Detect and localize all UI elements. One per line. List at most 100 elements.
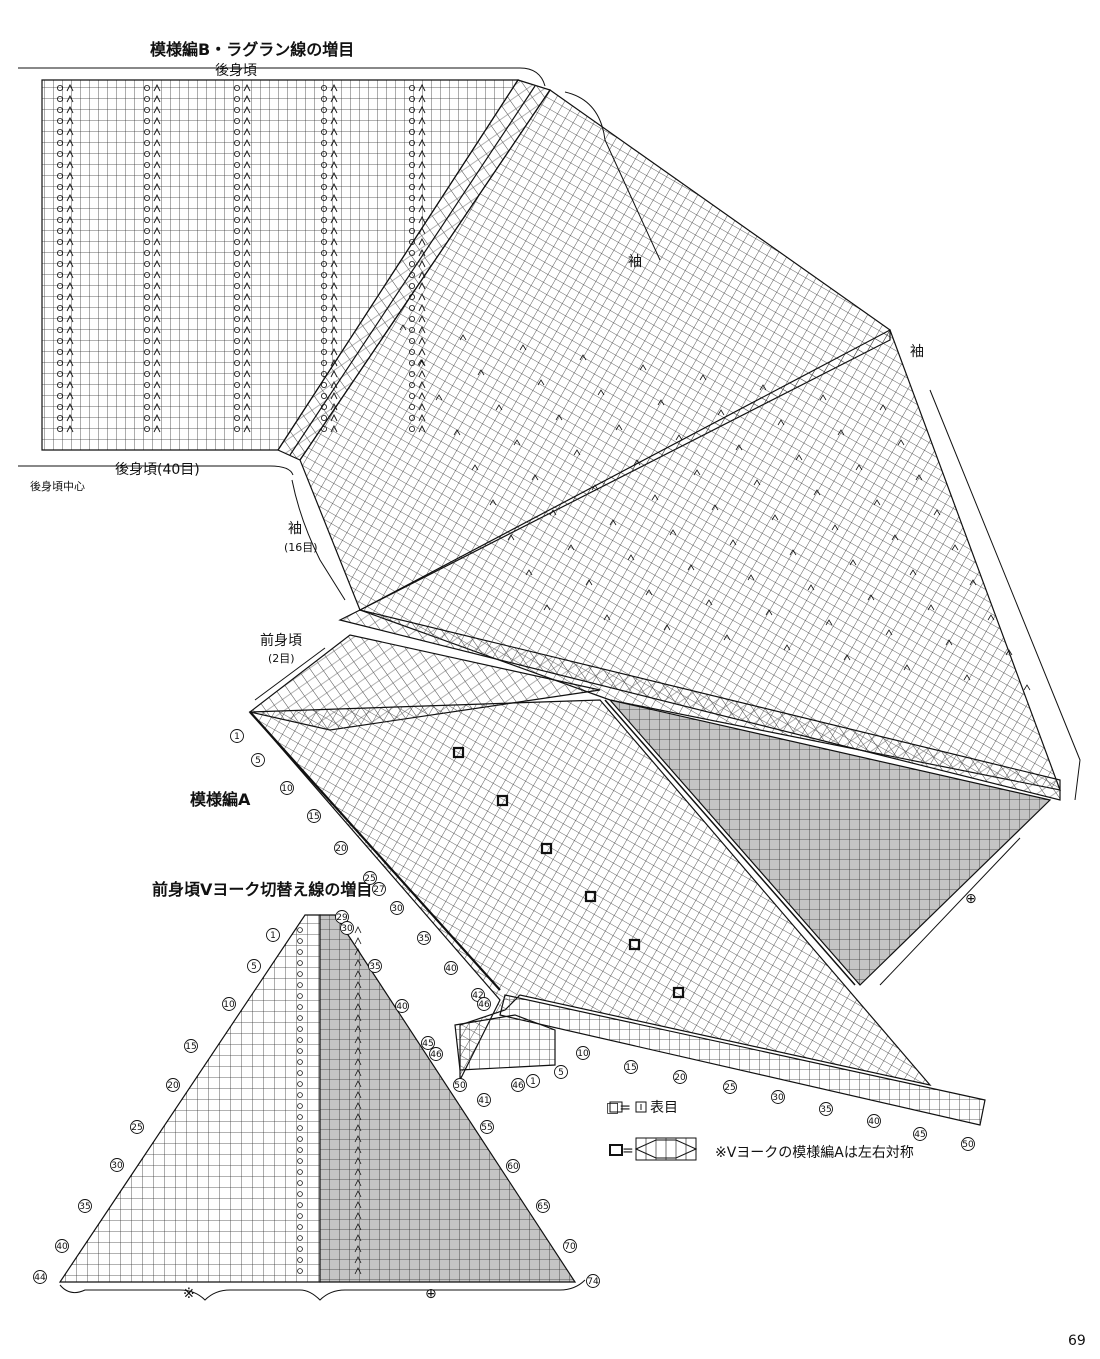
marker-label: 46 — [478, 1000, 490, 1010]
stitch-yo-mark — [408, 96, 415, 103]
stitch-yo-mark — [297, 1048, 303, 1054]
front-body-count: (2目) — [268, 652, 295, 665]
stitch-dec-mark — [354, 1146, 362, 1154]
marker-circle — [506, 1159, 520, 1173]
stitch-yo-mark — [320, 172, 327, 179]
stitch-yo-mark — [233, 118, 240, 125]
stitch-yo-mark — [320, 260, 327, 267]
stitch-yo-mark — [297, 1257, 303, 1263]
stitch-yo-mark — [297, 1026, 303, 1032]
stitch-yo-mark — [297, 1202, 303, 1208]
stitch-dec-mark — [66, 160, 74, 169]
stitch-dec-mark — [66, 391, 74, 400]
stitch-dec-mark — [66, 314, 74, 323]
stitch-yo-mark — [143, 293, 150, 300]
marker-label: 70 — [564, 1242, 576, 1252]
stitch-dec-mark — [66, 248, 74, 257]
stitch-yo-mark — [320, 348, 327, 355]
stitch-yo-mark — [233, 403, 240, 410]
stitch-dec-mark — [771, 514, 779, 521]
marker-label: 25 — [131, 1123, 142, 1133]
stitch-yo-mark — [143, 161, 150, 168]
stitch-dec-mark — [354, 992, 362, 1000]
stitch-yo-mark — [320, 85, 327, 92]
stitch-dec-mark — [735, 444, 743, 451]
marker-circle — [130, 1120, 144, 1134]
marker-label: 15 — [185, 1042, 196, 1052]
stitch-yo-mark — [320, 216, 327, 223]
marker-circle — [280, 781, 294, 795]
marker-circle — [961, 1137, 975, 1151]
stitch-dec-mark — [153, 325, 161, 334]
stitch-dec-mark — [354, 1190, 362, 1198]
bottom-bands — [454, 994, 986, 1126]
stitch-dec-mark — [354, 1003, 362, 1011]
stitch-yo-mark — [320, 107, 327, 114]
sleeve-upper-label: 袖 — [628, 254, 642, 270]
stitch-yo-mark — [57, 414, 64, 421]
stitch-yo-mark — [233, 337, 240, 344]
stitch-dec-mark — [867, 594, 875, 601]
marker-label: 20 — [335, 844, 347, 854]
stitch-dec-mark — [153, 391, 161, 400]
marker-circle — [222, 997, 236, 1011]
stitch-dec-mark — [66, 292, 74, 301]
stitch-dec-mark — [66, 413, 74, 422]
stitch-dec-mark — [747, 574, 755, 581]
sleeve-bottom-band — [338, 609, 1061, 801]
stitch-dec-mark — [687, 564, 695, 571]
stitch-dec-mark — [66, 270, 74, 279]
stitch-dec-mark — [795, 454, 803, 461]
stitch-yo-mark — [57, 293, 64, 300]
marker-circle — [536, 1199, 550, 1213]
stitch-yo-mark — [143, 359, 150, 366]
stitch-dec-mark — [330, 314, 338, 323]
stitch-yo-mark — [233, 304, 240, 311]
stitch-dec-mark — [591, 484, 599, 491]
stitch-dec-mark — [951, 544, 959, 551]
legend-knit-eq: □= — [606, 1100, 631, 1116]
stitch-dec-mark — [354, 1245, 362, 1253]
marker-label: 35 — [418, 934, 429, 944]
row-marker-yoke-right: 60 — [506, 1159, 520, 1173]
row-marker-yoke-left: 15 — [184, 1039, 198, 1053]
stitch-yo-mark — [320, 139, 327, 146]
row-marker-bottom: 30 — [771, 1090, 785, 1104]
stitch-yo-mark — [57, 315, 64, 322]
stitch-dec-mark — [66, 369, 74, 378]
marker-label: 44 — [34, 1273, 46, 1283]
stitch-dec-mark — [153, 413, 161, 422]
stitch-yo-mark — [297, 1081, 303, 1087]
stitch-dec-mark — [759, 384, 767, 391]
marker-label: 40 — [445, 964, 457, 974]
stitch-dec-mark — [729, 539, 737, 546]
stitch-yo-mark — [297, 1136, 303, 1142]
stitch-dec-mark — [153, 182, 161, 191]
stitch-yo-mark — [143, 172, 150, 179]
marker-label: 42 — [472, 991, 483, 1001]
stitch-yo-mark — [57, 85, 64, 92]
stitch-yo-mark — [143, 216, 150, 223]
stitch-dec-mark — [933, 509, 941, 516]
stitch-dec-mark — [243, 116, 251, 125]
stitch-yo-mark — [233, 293, 240, 300]
stitch-yo-mark — [143, 370, 150, 377]
stitch-yo-mark — [320, 118, 327, 125]
marker-label: 55 — [481, 1123, 492, 1133]
stitch-dec-mark — [243, 270, 251, 279]
marker-circle — [247, 959, 261, 973]
stitch-dec-mark — [243, 94, 251, 103]
stitch-dec-mark — [777, 419, 785, 426]
stitch-dec-mark — [66, 171, 74, 180]
stitch-dec-mark — [513, 439, 521, 446]
stitch-yo-mark — [297, 1147, 303, 1153]
stitch-dec-mark — [699, 374, 707, 381]
stitch-dec-mark — [471, 464, 479, 471]
row-marker-a: 35 — [417, 931, 431, 945]
stitch-dec-mark — [66, 127, 74, 136]
stitch-yo-mark — [233, 282, 240, 289]
stitch-dec-mark — [330, 226, 338, 235]
stitch-yo-mark — [233, 128, 240, 135]
legend-knit-label: 表目 — [650, 1100, 678, 1116]
marker-label: 65 — [537, 1202, 548, 1212]
